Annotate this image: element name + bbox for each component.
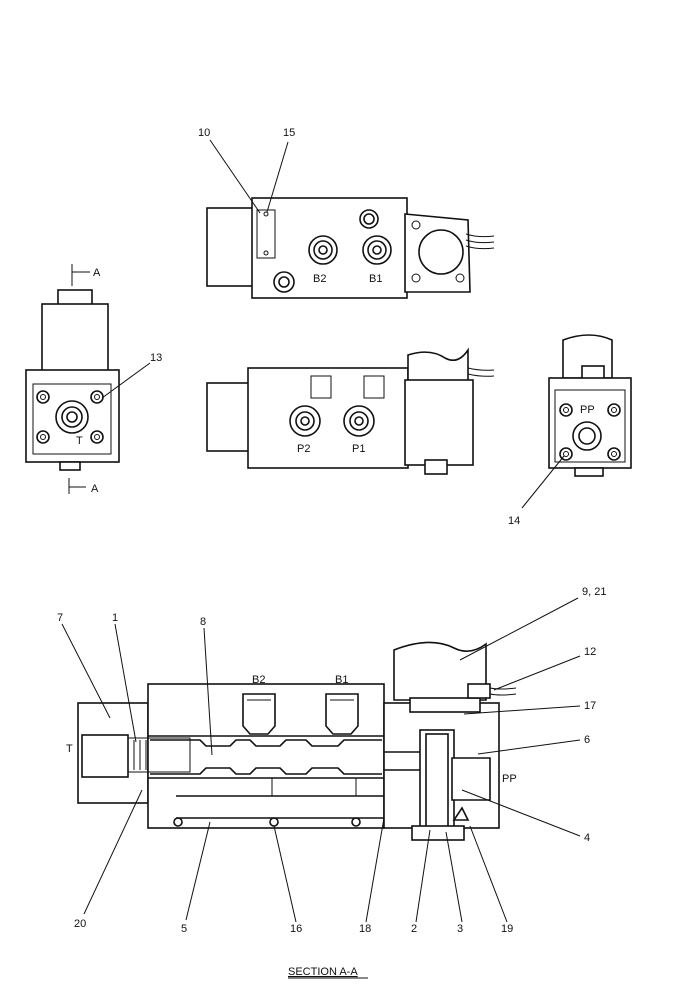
callout-18: 18 [359, 923, 371, 935]
callout-20: 20 [74, 918, 86, 930]
callout-6: 6 [584, 734, 590, 746]
callout-16: 16 [290, 923, 302, 935]
callout-10: 10 [198, 127, 210, 139]
port-label-p2: P2 [297, 443, 310, 455]
port-label-b2: B2 [313, 273, 326, 285]
front-view-valve [206, 347, 495, 475]
callout-4: 4 [584, 832, 590, 844]
callout-19: 19 [501, 923, 513, 935]
port-label-b1-section: B1 [335, 674, 348, 686]
section-a-a-drawing [77, 641, 517, 841]
section-marker-top: A [93, 267, 101, 279]
section-leader-lines [61, 597, 581, 923]
section-caption: SECTION A-A [288, 966, 358, 978]
callout-14: 14 [508, 515, 520, 527]
callout-5: 5 [181, 923, 187, 935]
callout-2: 2 [411, 923, 417, 935]
callout-12: 12 [584, 646, 596, 658]
leader-line-13 [101, 362, 151, 399]
port-label-t-end: T [76, 435, 83, 447]
left-end-view [25, 289, 120, 471]
port-label-b2-section: B2 [252, 674, 265, 686]
callout-1: 1 [112, 612, 118, 624]
callout-15: 15 [283, 127, 295, 139]
port-label-b1: B1 [369, 273, 382, 285]
port-label-t-section: T [66, 743, 73, 755]
right-end-view [548, 334, 632, 477]
callout-13: 13 [150, 352, 162, 364]
leader-line-14 [521, 455, 565, 509]
callout-7: 7 [57, 612, 63, 624]
leader-line-15 [266, 141, 289, 213]
callout-17: 17 [584, 700, 596, 712]
section-marker-bottom: A [91, 483, 99, 495]
leader-line-10 [209, 139, 261, 214]
top-view-valve [206, 197, 495, 299]
port-label-pp-end: PP [580, 404, 595, 416]
callout-3: 3 [457, 923, 463, 935]
callout-9-21: 9, 21 [582, 586, 606, 598]
port-label-pp-section: PP [502, 773, 517, 785]
callout-8: 8 [200, 616, 206, 628]
port-label-p1: P1 [352, 443, 365, 455]
